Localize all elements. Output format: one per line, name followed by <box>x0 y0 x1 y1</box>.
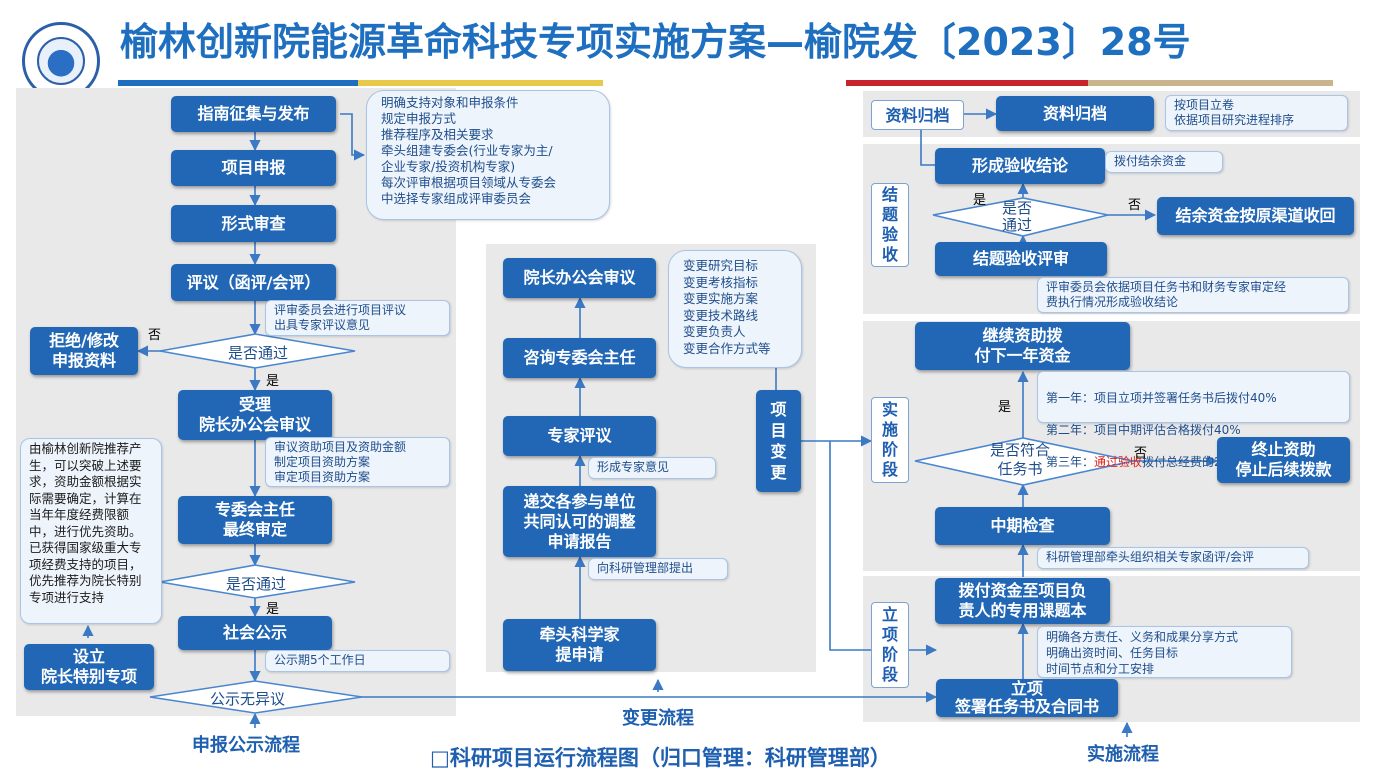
diagram-title: □科研项目运行流程图（归口管理：科研管理部） <box>430 746 891 770</box>
step-accept-review: 受理 院长办公会审议 <box>178 390 332 440</box>
note-special-project: 由榆林创新院推荐产生，可以突破上述要求，资助金额根据实际需要确定，计算在当年年度… <box>20 438 162 624</box>
note-archive: 按项目立卷 依据项目研究进程排序 <box>1165 95 1348 131</box>
decision-label-pass-1: 是否通过 <box>228 344 289 362</box>
note-funding-schedule: 第一年：项目立项并签署任务书后拨付40% 第二年：项目中期评估合格拨付40% 第… <box>1037 371 1350 469</box>
label-yes-4: 是 <box>973 193 987 208</box>
label-yes-1: 是 <box>266 374 280 389</box>
label-no-4: 否 <box>1128 198 1142 213</box>
note-evaluation: 评审委员会进行项目评议 出具专家评议意见 <box>265 300 450 336</box>
decision-label-pass-2: 是否通过 <box>226 575 287 593</box>
funding-year-3-prefix: 第三年： <box>1046 455 1095 469</box>
step-project-apply: 项目申报 <box>171 150 336 186</box>
decision-diamond-task <box>914 437 1134 486</box>
caption-change-flow: 变更流程 <box>622 708 694 729</box>
header-bar-red <box>846 80 1088 86</box>
label-archive-stage: 资料归档 <box>871 100 964 130</box>
caption-implementation-flow: 实施流程 <box>1087 744 1159 765</box>
page-title: 榆林创新院能源革命科技专项实施方案—榆院发〔2023〕28号 <box>120 20 1191 64</box>
step-terminate-funding: 终止资助 停止后续拨款 <box>1217 437 1350 483</box>
step-formal-review: 形式审查 <box>171 205 336 242</box>
step-guide-release: 指南征集与发布 <box>171 96 336 132</box>
note-midterm-check: 科研管理部牵头组织相关专家函评/会评 <box>1037 547 1309 569</box>
step-final-approval: 专委会主任 最终审定 <box>178 496 332 544</box>
note-accept-review: 审议资助项目及资助金额 制定项目资助方案 审定项目资助方案 <box>265 437 450 487</box>
funding-year-3: 第三年：通过验收拨付总经费的20% <box>1046 454 1341 470</box>
note-disburse-funds: 明确各方责任、义务和成果分享方式 明确出资时间、任务目标 时间节点和分工安排 <box>1037 626 1292 678</box>
label-no-1: 否 <box>148 328 162 343</box>
label-acceptance-stage: 结 题 验 收 <box>871 183 909 267</box>
step-continue-funding: 继续资助拨 付下一年资金 <box>915 322 1130 370</box>
step-reject-modify: 拒绝/修改 申报资料 <box>30 327 138 375</box>
header-bar-blue <box>118 80 358 86</box>
funding-year-1: 第一年：项目立项并签署任务书后拨付40% <box>1046 391 1277 405</box>
step-lead-scientist: 牵头科学家 提申请 <box>503 619 656 671</box>
institute-logo <box>22 22 100 100</box>
logo-emblem-icon <box>37 37 85 85</box>
step-acceptance-review: 结题验收评审 <box>935 242 1107 276</box>
decision-label-task: 是否符合 任务书 <box>990 441 1051 478</box>
decision-diamond-publicity <box>149 680 363 714</box>
step-disburse-funds: 拨付资金至项目负 责人的专用课题本 <box>935 578 1110 624</box>
step-midterm-check: 中期检查 <box>935 507 1110 545</box>
callout-change-items: 变更研究目标 变更考核指标 变更实施方案 变更技术路线 变更负责人 变更合作方式… <box>668 250 802 368</box>
note-submit-to-dept: 向科研管理部提出 <box>588 558 728 580</box>
label-setup-stage: 立 项 阶 段 <box>871 602 909 688</box>
step-archive: 资料归档 <box>996 96 1154 131</box>
step-president-meeting: 院长办公会审议 <box>503 258 656 298</box>
note-expert-opinion: 形成专家意见 <box>588 457 716 479</box>
decision-label-acceptance: 是否 通过 <box>1002 199 1033 234</box>
header-bar-yellow <box>358 80 603 86</box>
label-no-5: 否 <box>1134 446 1148 461</box>
decision-diamond-pass-2 <box>159 564 356 599</box>
step-project-setup: 立项 签署任务书及合同书 <box>936 679 1118 717</box>
step-project-change: 项 目 变 更 <box>756 390 801 492</box>
funding-year-3-highlight: 通过验收 <box>1094 455 1143 469</box>
decision-label-publicity: 公示无异议 <box>210 690 286 708</box>
note-conclusion: 拨付结余资金 <box>1105 151 1223 173</box>
step-special-project: 设立 院长特别专项 <box>24 644 154 690</box>
funding-year-2: 第二年：项目中期评估合格拨付40% <box>1046 423 1241 437</box>
decision-diamond-acceptance <box>932 197 1109 237</box>
note-public-notice: 公示期5个工作日 <box>265 650 450 672</box>
step-submit-report: 递交各参与单位 共同认可的调整 申请报告 <box>503 486 656 557</box>
step-expert-review: 专家评议 <box>503 416 656 456</box>
label-yes-2: 是 <box>266 602 280 617</box>
caption-application-flow: 申报公示流程 <box>192 735 300 756</box>
decision-diamond-pass-1 <box>159 333 356 369</box>
label-implementation-stage: 实 施 阶 段 <box>871 397 909 483</box>
label-yes-5: 是 <box>998 400 1012 415</box>
step-public-notice: 社会公示 <box>178 616 332 650</box>
step-evaluation: 评议（函评/会评） <box>171 264 336 301</box>
step-consult-director: 咨询专委会主任 <box>503 338 656 378</box>
step-recover-funds: 结余资金按原渠道收回 <box>1157 197 1354 235</box>
callout-guide-details: 明确支持对象和申报条件 规定申报方式 推荐程序及相关要求 牵头组建专委会(行业专… <box>366 90 610 220</box>
step-conclusion: 形成验收结论 <box>935 148 1105 184</box>
funding-year-3-suffix: 拨付总经费的20% <box>1142 455 1241 469</box>
header-bar-tan <box>1088 80 1333 86</box>
note-acceptance-review: 评审委员会依据项目任务书和财务专家审定经 费执行情况形成验收结论 <box>1037 277 1349 313</box>
